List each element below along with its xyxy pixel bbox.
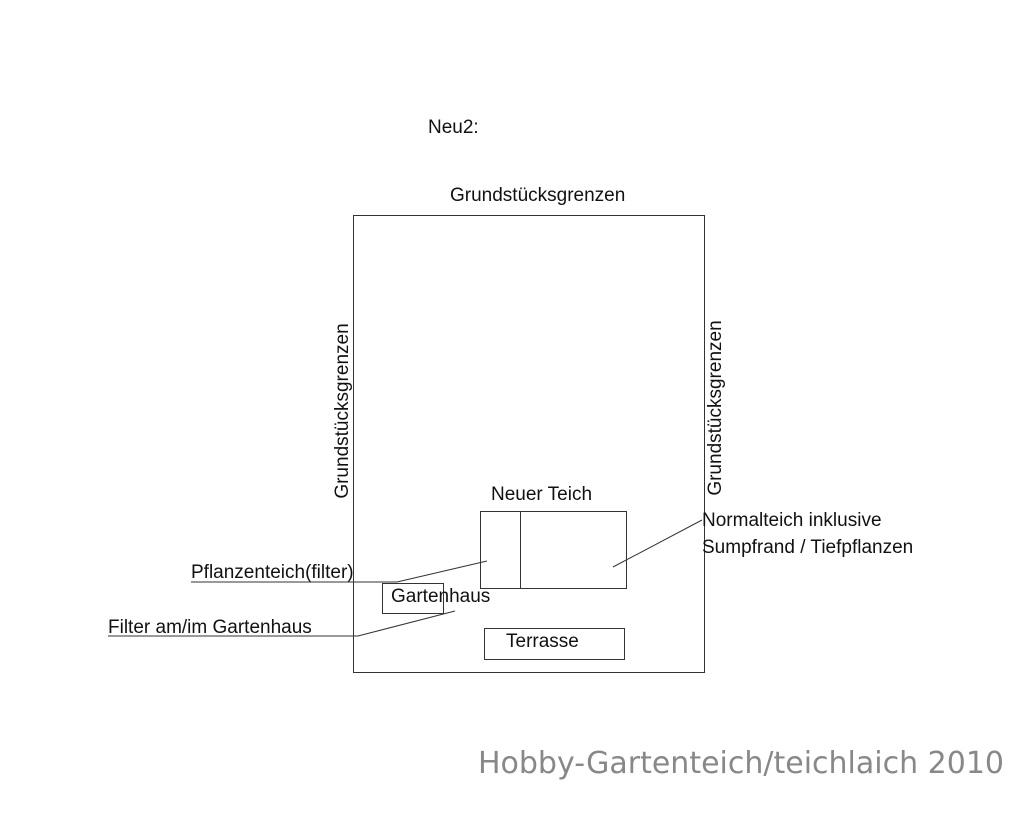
pond-divider: [520, 511, 521, 589]
normal-pond-leader: [612, 519, 703, 568]
watermark: Hobby-Gartenteich/teichlaich 2010: [477, 746, 1004, 781]
normal-pond-label-line1: Normalteich inklusive: [702, 510, 882, 531]
plant-pond-leader: [396, 560, 488, 583]
plant-pond-label: Pflanzenteich(filter): [191, 562, 354, 583]
terrace-outline: [484, 628, 625, 660]
normal-pond-label-line2: Sumpfrand / Tiefpflanzen: [702, 537, 914, 558]
diagram-title: Neu2:: [428, 117, 479, 138]
filter-label: Filter am/im Gartenhaus: [108, 617, 312, 638]
pond-label: Neuer Teich: [491, 484, 593, 505]
filter-leader: [357, 610, 456, 637]
property-boundary: [353, 215, 705, 673]
pond-outline: [480, 511, 627, 589]
garden-house-outline: [382, 583, 444, 614]
boundary-top-label: Grundstücksgrenzen: [450, 185, 626, 206]
garden-house-label: Gartenhaus: [391, 586, 491, 607]
terrace-label: Terrasse: [506, 631, 579, 652]
